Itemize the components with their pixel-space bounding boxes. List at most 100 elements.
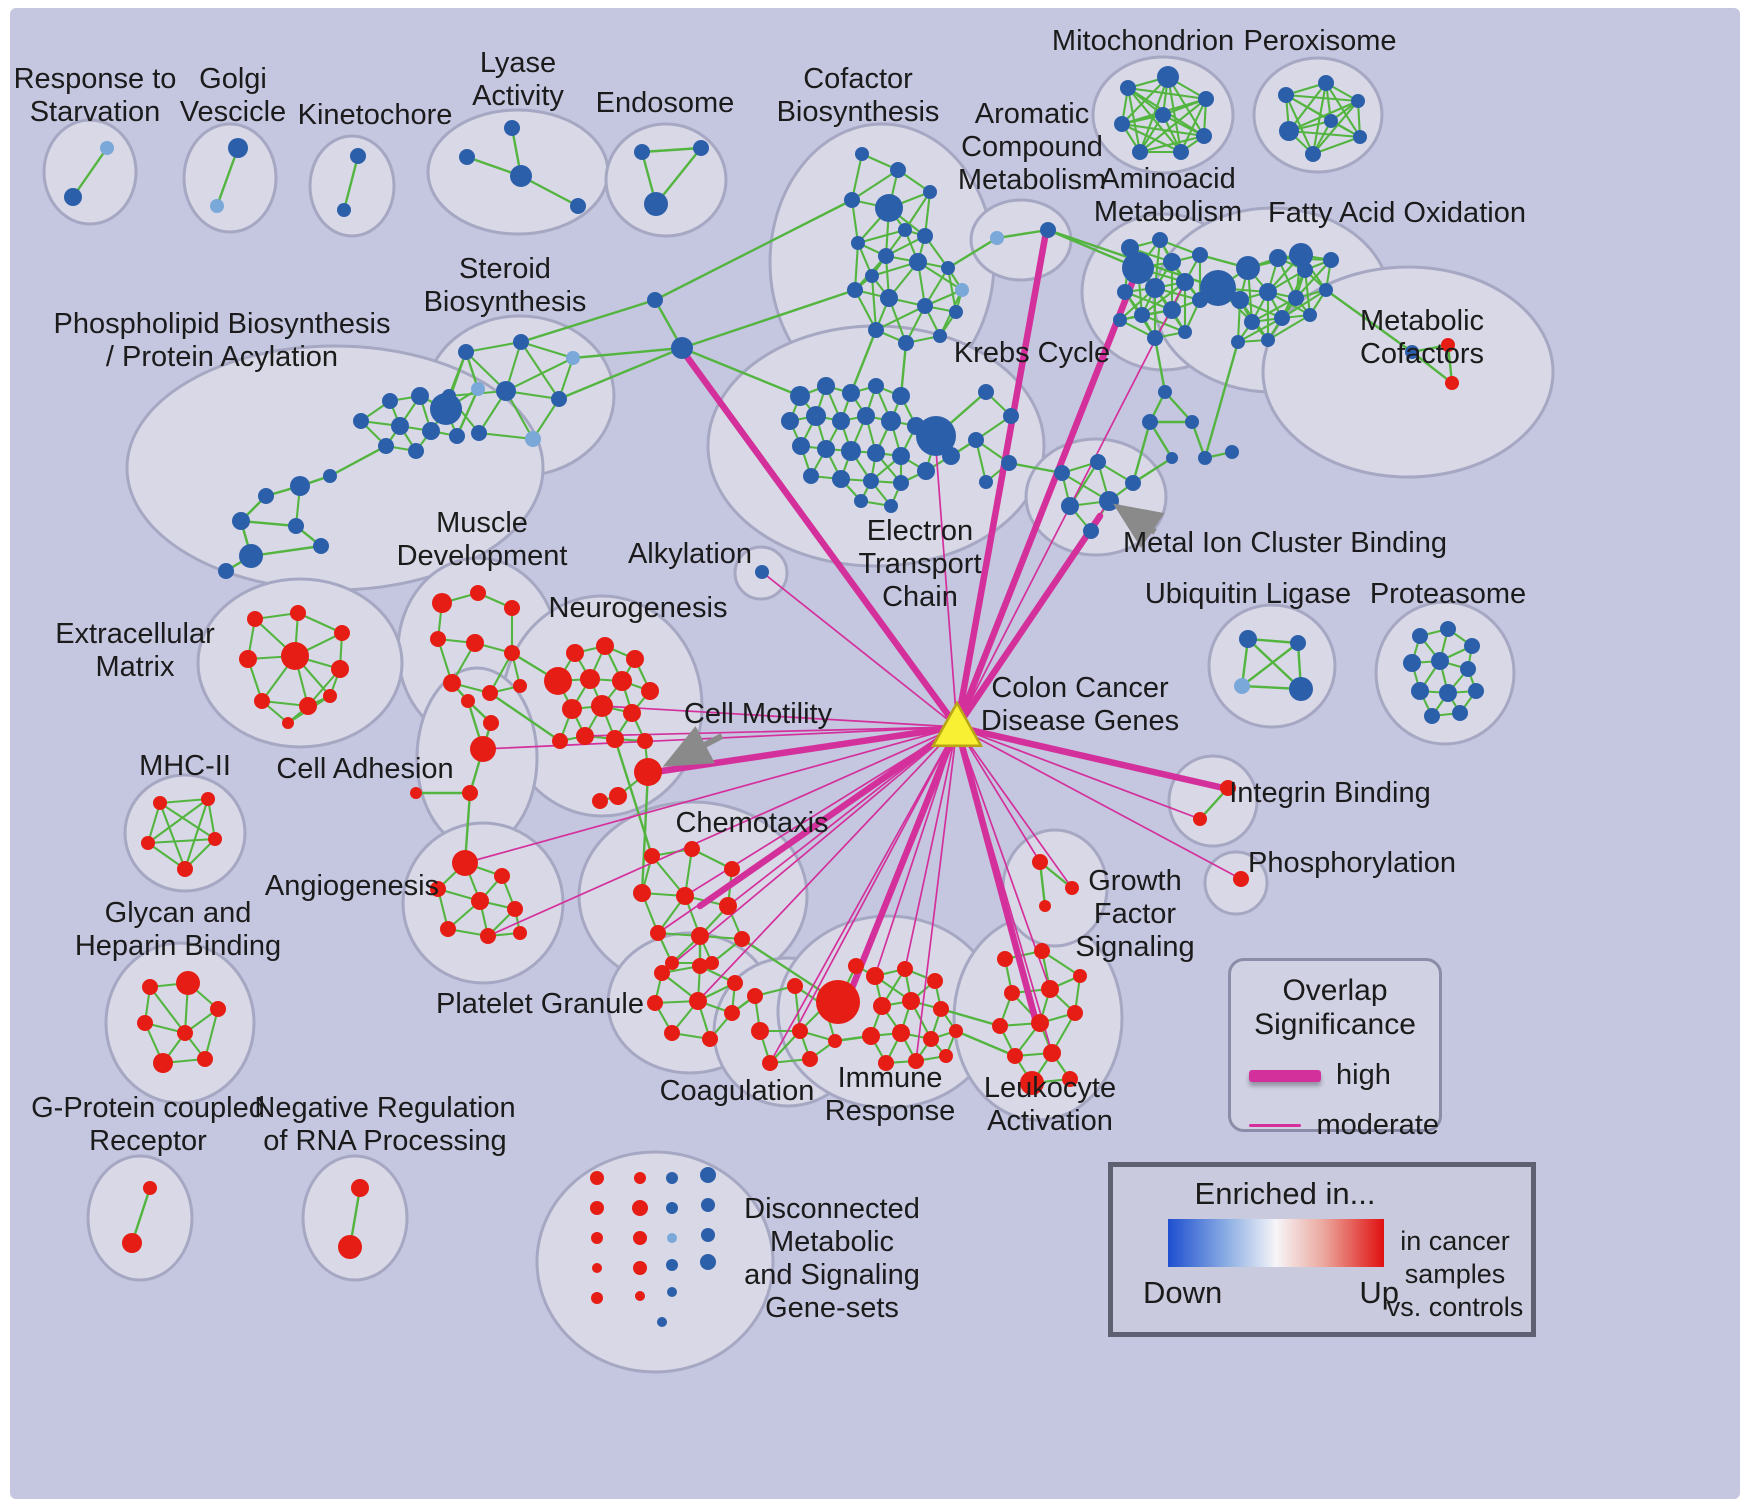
gene-set-node[interactable] (755, 565, 769, 579)
gene-set-node[interactable] (153, 1053, 173, 1073)
gene-set-node[interactable] (790, 386, 810, 406)
gene-set-node[interactable] (1158, 385, 1172, 399)
gene-set-node[interactable] (751, 1022, 769, 1040)
gene-set-node[interactable] (892, 447, 910, 465)
gene-set-node[interactable] (909, 253, 927, 271)
gene-set-node[interactable] (949, 305, 963, 319)
gene-set-node[interactable] (1039, 900, 1051, 912)
gene-set-node[interactable] (634, 758, 662, 786)
gene-set-node[interactable] (466, 634, 484, 652)
gene-set-node[interactable] (847, 282, 863, 298)
gene-set-node[interactable] (1220, 780, 1236, 796)
gene-set-node[interactable] (1303, 308, 1317, 322)
gene-set-node[interactable] (691, 927, 709, 945)
gene-set-node[interactable] (1460, 661, 1476, 677)
gene-set-node[interactable] (391, 417, 409, 435)
gene-set-node[interactable] (510, 165, 532, 187)
gene-set-node[interactable] (633, 1261, 647, 1275)
gene-set-node[interactable] (592, 1263, 602, 1273)
gene-set-node[interactable] (449, 428, 465, 444)
gene-set-node[interactable] (430, 393, 462, 425)
gene-set-node[interactable] (854, 494, 868, 508)
gene-set-node[interactable] (1067, 1005, 1083, 1021)
gene-set-node[interactable] (667, 1233, 677, 1243)
gene-set-node[interactable] (331, 660, 349, 678)
gene-set-node[interactable] (1152, 232, 1168, 248)
gene-set-node[interactable] (828, 1034, 842, 1048)
gene-set-node[interactable] (1231, 335, 1245, 349)
gene-set-node[interactable] (552, 733, 568, 749)
gene-set-node[interactable] (177, 1025, 193, 1041)
gene-set-node[interactable] (942, 447, 960, 465)
gene-set-node[interactable] (803, 468, 819, 484)
gene-set-node[interactable] (1125, 475, 1141, 491)
gene-set-node[interactable] (1040, 222, 1056, 238)
gene-set-node[interactable] (1031, 1014, 1049, 1032)
gene-set-node[interactable] (623, 704, 641, 722)
gene-set-node[interactable] (1099, 491, 1119, 511)
gene-set-node[interactable] (1405, 345, 1419, 359)
gene-set-node[interactable] (197, 1051, 213, 1067)
gene-set-node[interactable] (1147, 330, 1163, 346)
gene-set-node[interactable] (857, 407, 875, 425)
gene-set-node[interactable] (1114, 116, 1130, 132)
gene-set-node[interactable] (1431, 652, 1449, 670)
gene-set-node[interactable] (1403, 654, 1421, 672)
gene-set-node[interactable] (483, 715, 499, 731)
gene-set-node[interactable] (816, 980, 860, 1024)
gene-set-node[interactable] (990, 231, 1004, 245)
gene-set-node[interactable] (210, 1001, 226, 1017)
gene-set-node[interactable] (890, 162, 906, 178)
gene-set-node[interactable] (939, 1049, 953, 1063)
gene-set-node[interactable] (762, 1055, 778, 1071)
gene-set-node[interactable] (258, 488, 274, 504)
gene-set-node[interactable] (458, 344, 474, 360)
gene-set-node[interactable] (676, 887, 694, 905)
gene-set-node[interactable] (452, 850, 478, 876)
gene-set-node[interactable] (1236, 256, 1260, 280)
gene-set-node[interactable] (873, 997, 891, 1015)
gene-set-node[interactable] (239, 544, 263, 568)
gene-set-node[interactable] (848, 958, 864, 974)
gene-set-node[interactable] (1468, 683, 1484, 699)
gene-set-node[interactable] (1062, 1071, 1078, 1087)
gene-set-node[interactable] (724, 861, 740, 877)
gene-set-node[interactable] (1003, 408, 1019, 424)
gene-set-node[interactable] (868, 322, 884, 338)
gene-set-node[interactable] (792, 437, 810, 455)
gene-set-node[interactable] (802, 1051, 818, 1067)
gene-set-node[interactable] (100, 141, 114, 155)
gene-set-node[interactable] (1424, 708, 1440, 724)
gene-set-node[interactable] (875, 194, 903, 222)
gene-set-node[interactable] (1259, 283, 1277, 301)
gene-set-node[interactable] (917, 462, 935, 480)
gene-set-node[interactable] (504, 600, 520, 616)
gene-set-node[interactable] (590, 1171, 604, 1185)
gene-set-node[interactable] (917, 228, 933, 244)
gene-set-node[interactable] (513, 926, 527, 940)
gene-set-node[interactable] (933, 1001, 949, 1017)
gene-set-node[interactable] (176, 971, 200, 995)
gene-set-node[interactable] (504, 120, 520, 136)
gene-set-node[interactable] (1290, 635, 1306, 651)
gene-set-node[interactable] (411, 387, 429, 405)
gene-set-node[interactable] (968, 432, 984, 448)
gene-set-node[interactable] (313, 538, 329, 554)
gene-set-node[interactable] (470, 736, 496, 762)
gene-set-node[interactable] (591, 1292, 603, 1304)
gene-set-node[interactable] (898, 335, 914, 351)
gene-set-node[interactable] (1020, 1071, 1044, 1095)
gene-set-node[interactable] (612, 671, 632, 691)
gene-set-node[interactable] (949, 1024, 963, 1038)
gene-set-node[interactable] (727, 975, 743, 991)
gene-set-node[interactable] (507, 901, 523, 917)
gene-set-node[interactable] (591, 695, 613, 717)
gene-set-node[interactable] (817, 377, 835, 395)
gene-set-node[interactable] (865, 269, 879, 283)
gene-set-node[interactable] (606, 730, 624, 748)
gene-set-node[interactable] (634, 144, 650, 160)
gene-set-node[interactable] (580, 669, 600, 689)
gene-set-node[interactable] (666, 1202, 678, 1214)
gene-set-node[interactable] (881, 411, 901, 431)
gene-set-node[interactable] (917, 298, 933, 314)
